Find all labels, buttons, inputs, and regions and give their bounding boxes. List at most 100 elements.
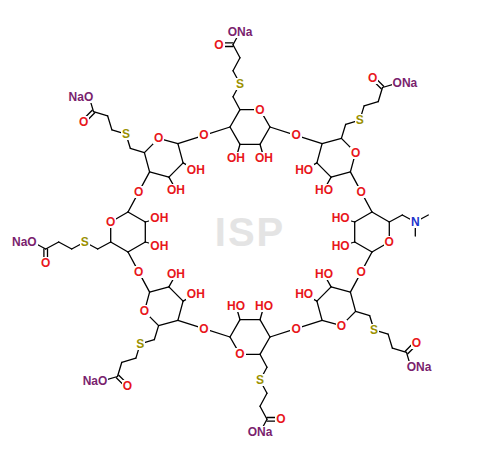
hydroxyl-label: OH: [149, 240, 169, 252]
sodium-carboxylate: ONa: [227, 26, 254, 38]
glycosidic-oxygen: O: [356, 186, 367, 198]
bond-line: [378, 88, 382, 102]
glycosidic-oxygen: O: [290, 129, 301, 141]
sodium-carboxylate: ONa: [406, 361, 433, 373]
ring-oxygen: O: [105, 216, 116, 228]
bond-line: [350, 292, 355, 311]
hydroxyl-label: HO: [294, 164, 314, 176]
hydroxyl-label: HO: [314, 184, 334, 196]
hydroxyl-label: HO: [314, 268, 334, 280]
bond-line: [322, 138, 341, 143]
bond-line: [59, 242, 72, 249]
ring-oxygen: O: [254, 104, 265, 116]
hydroxyl-label: OH: [166, 184, 186, 196]
watermark: ISP: [215, 212, 285, 252]
bond-line: [130, 148, 144, 152]
bond-line: [108, 116, 112, 130]
bond-line: [354, 222, 355, 242]
bond-line: [260, 337, 270, 354]
hydroxyl-label: OH: [186, 288, 206, 300]
bond-line: [150, 172, 169, 177]
hydroxyl-label: OH: [226, 152, 246, 164]
ring-oxygen: O: [336, 320, 347, 332]
bond-line: [331, 172, 350, 177]
amine-nitrogen: N: [410, 216, 421, 228]
bond-line: [355, 212, 372, 222]
bond-line: [372, 212, 389, 222]
bond-line: [389, 215, 402, 222]
sodium-carboxylate: NaO: [11, 236, 38, 248]
bond-line: [355, 242, 372, 252]
bond-line: [356, 311, 370, 315]
sulfur-atom: S: [369, 324, 379, 336]
hydroxyl-label: OH: [149, 212, 169, 224]
bond-line: [317, 301, 322, 320]
sulfur-atom: S: [121, 128, 131, 140]
hydroxyl-label: HO: [254, 300, 274, 312]
bond-line: [341, 124, 345, 138]
sodium-carboxylate: NaO: [82, 375, 109, 387]
bond-line: [260, 127, 270, 144]
glycosidic-oxygen: O: [133, 266, 144, 278]
bond-line: [230, 127, 240, 144]
glycosidic-oxygen: O: [198, 129, 209, 141]
bond-line: [240, 144, 260, 145]
hydroxyl-label: HO: [331, 212, 351, 224]
bond-line: [317, 163, 331, 177]
glycosidic-oxygen: O: [290, 323, 301, 335]
ring-oxygen: O: [234, 348, 245, 360]
sulfur-atom: S: [135, 338, 145, 350]
bond-line: [230, 320, 240, 337]
carbonyl-oxygen: O: [78, 116, 89, 128]
sodium-carboxylate: ONa: [247, 426, 274, 438]
bond-line: [388, 334, 392, 348]
bond-line: [392, 348, 406, 352]
bond-line: [169, 163, 183, 177]
bond-line: [111, 242, 128, 252]
bond-line: [260, 354, 267, 367]
bond-line: [46, 242, 59, 249]
sulfur-atom: S: [355, 114, 365, 126]
glycosidic-oxygen: O: [356, 266, 367, 278]
hydroxyl-label: OH: [254, 152, 274, 164]
carbonyl-oxygen: O: [40, 257, 51, 269]
bond-line: [178, 144, 183, 163]
glycosidic-oxygen: O: [198, 323, 209, 335]
carbonyl-oxygen: O: [122, 380, 133, 392]
bond-line: [317, 287, 331, 301]
carbonyl-oxygen: O: [213, 39, 224, 51]
bond-line: [145, 222, 146, 242]
bond-line: [94, 112, 108, 116]
bond-line: [128, 212, 145, 222]
bond-line: [128, 242, 145, 252]
hydroxyl-label: HO: [226, 300, 246, 312]
bond-line: [159, 320, 178, 325]
hydroxyl-label: OH: [186, 164, 206, 176]
bond-line: [331, 287, 350, 292]
bond-line: [230, 110, 240, 127]
bond-line: [178, 301, 183, 320]
bond-line: [122, 358, 136, 362]
bond-line: [154, 326, 158, 340]
hydroxyl-label: HO: [331, 240, 351, 252]
bond-line: [233, 45, 240, 58]
carbonyl-oxygen: O: [411, 337, 422, 349]
sulfur-atom: S: [80, 236, 90, 248]
sulfur-atom: S: [235, 78, 245, 90]
carbonyl-oxygen: O: [367, 72, 378, 84]
bond-line: [260, 393, 267, 406]
bond-line: [233, 97, 240, 110]
ring-oxygen: O: [384, 236, 395, 248]
bond-line: [240, 319, 260, 320]
bond-line: [317, 144, 322, 163]
bond-line: [169, 287, 183, 301]
bond-line: [233, 58, 240, 71]
ring-oxygen: O: [153, 132, 164, 144]
bond-line: [150, 287, 169, 292]
bond-line: [118, 362, 122, 376]
bond-line: [260, 320, 270, 337]
bond-line: [98, 242, 111, 249]
carbonyl-oxygen: O: [275, 413, 286, 425]
bond-line: [144, 153, 149, 172]
